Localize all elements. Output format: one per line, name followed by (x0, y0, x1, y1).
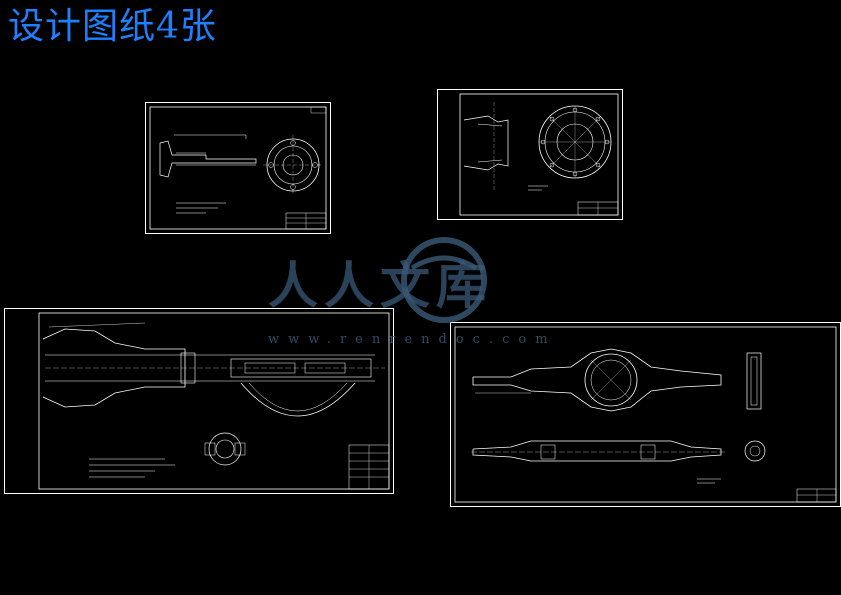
drawing-sheet-3-graphic (38, 312, 390, 490)
drawing-sheet-1-graphic (149, 106, 327, 230)
page-title: 设计图纸4张 (8, 6, 217, 47)
watermark-text: 人人文库 (268, 256, 492, 315)
drawing-sheet-2[interactable] (437, 89, 623, 220)
drawing-sheet-3[interactable] (4, 308, 394, 494)
watermark-url: www.renrendoc.com (268, 332, 557, 347)
drawing-sheet-1[interactable] (145, 102, 331, 234)
drawing-sheet-4[interactable] (450, 322, 841, 507)
drawing-sheet-2-graphic (459, 93, 619, 216)
drawing-sheet-4-graphic (454, 326, 837, 503)
watermark-logo-icon (401, 237, 487, 323)
